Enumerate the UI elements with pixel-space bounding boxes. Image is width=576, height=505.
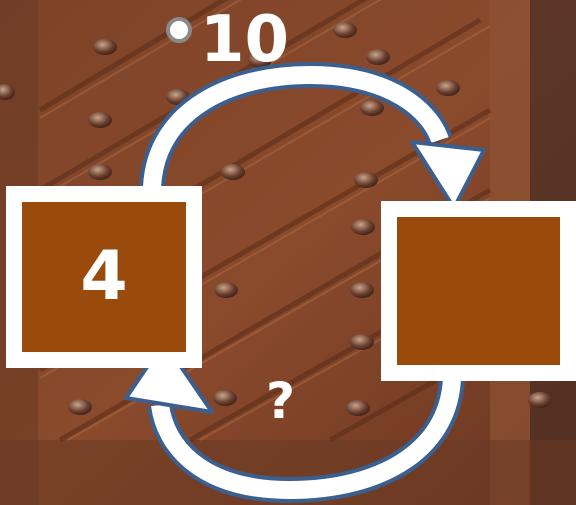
left-number-box: 4 (6, 186, 202, 368)
right-number-box (381, 201, 576, 381)
left-box-value: 4 (80, 237, 128, 316)
bottom-curved-arrow (124, 340, 466, 504)
bottom-arrow-label: ? (266, 372, 296, 430)
bullet-dot (166, 17, 192, 43)
top-arrow-label: 10 (200, 3, 290, 77)
top-curved-arrow (139, 61, 486, 210)
